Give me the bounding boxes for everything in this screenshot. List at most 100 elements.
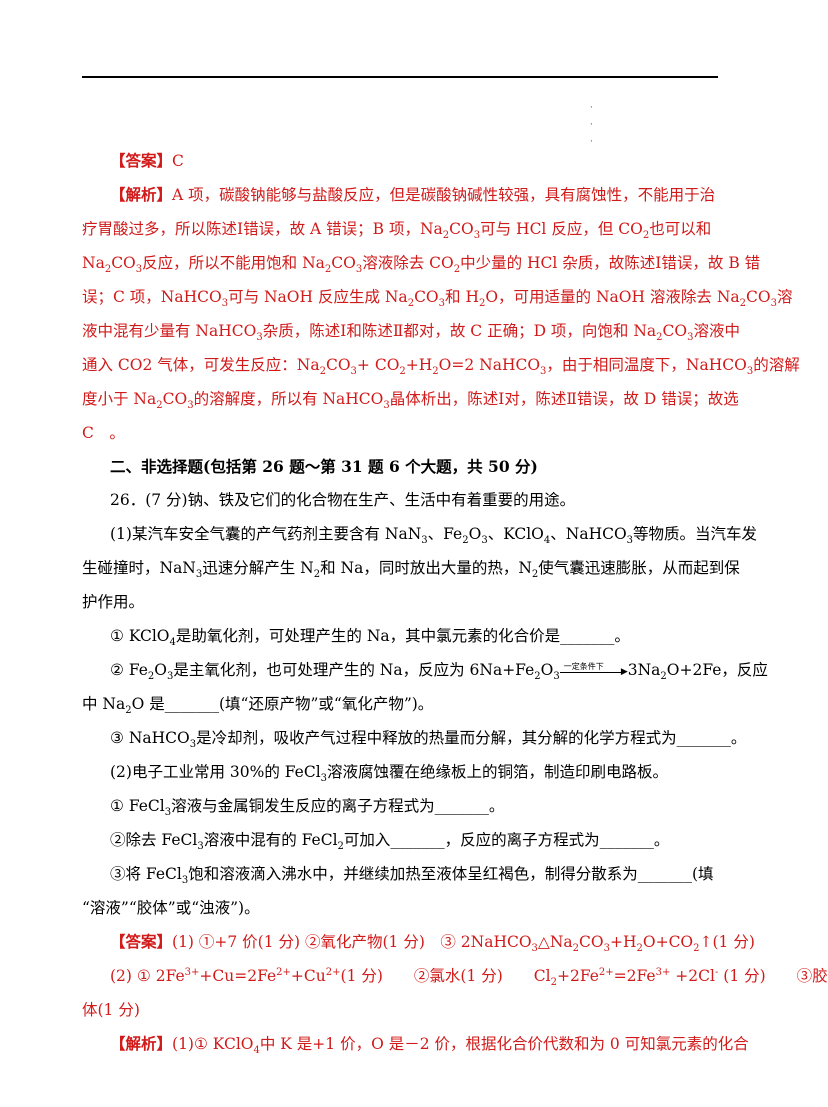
t: 迅速分解产生 N xyxy=(202,559,314,577)
s: 2 xyxy=(550,977,557,989)
s: 2 xyxy=(319,366,326,378)
q-item-4: ① FeCl3溶液与金属铜发生反应的离子方程式为_______。 xyxy=(110,796,750,819)
answer-line-1: 【答案】C xyxy=(110,151,750,171)
t: ② Fe xyxy=(110,661,148,679)
t: ① KClO xyxy=(110,627,170,645)
s: 3 xyxy=(473,230,481,242)
answer-tag: 【答案】 xyxy=(110,932,173,951)
t: 3Na xyxy=(627,661,661,679)
q-line: “溶液”“胶体”或“浊液”)。 xyxy=(82,899,260,917)
t: 中 K 是+1 价，O 是－2 价，根据化合价代数和为 0 可知氯元素的化合 xyxy=(259,1035,749,1053)
s: 2 xyxy=(531,569,539,581)
t: 的溶解 xyxy=(753,356,800,374)
q-part-2: (2)电子工业常用 30%的 FeCl3溶液腐蚀覆在绝缘板上的铜箔，制造印刷电路… xyxy=(110,762,750,784)
t: 晶体析出，陈述Ⅰ对，陈述Ⅱ错误，故 D 错误；故选 xyxy=(389,390,739,408)
s: 2 xyxy=(432,366,439,378)
s: 3 xyxy=(553,671,560,683)
t: +2Fe xyxy=(556,967,599,985)
s: 2+ xyxy=(598,966,614,978)
section-heading: 二、非选择题(包括第 26 题～第 31 题 6 个大题，共 50 分) xyxy=(110,457,538,476)
t: CO xyxy=(111,254,136,272)
header-rule xyxy=(82,76,718,78)
q-line: 中 Na2O 是_______(填“还原产物”或“氧化产物”)。 xyxy=(82,694,722,717)
heat-symbol: △ xyxy=(537,933,550,951)
s: 3+ xyxy=(184,966,200,978)
t: ③ NaHCO xyxy=(110,729,190,747)
t: +2Cl xyxy=(670,967,715,985)
s: 2 xyxy=(660,671,667,683)
analysis-tag: 【解析】 xyxy=(110,185,173,204)
t: 度小于 Na xyxy=(82,390,157,408)
s: 2 xyxy=(147,671,155,683)
t: O xyxy=(468,525,482,543)
s: 2 xyxy=(656,332,663,344)
s: 4 xyxy=(253,1045,260,1057)
arrow-shaft xyxy=(559,672,624,673)
s: 2 xyxy=(442,230,450,242)
t: 误；C 项，NaHCO xyxy=(82,288,222,306)
q-line: (1)某汽车安全气囊的产气药剂主要含有 NaN3、Fe2O3、KClO4、NaH… xyxy=(110,524,757,547)
s: 3 xyxy=(350,366,357,378)
t: ① FeCl xyxy=(110,797,165,815)
t: O xyxy=(540,661,554,679)
analysis-line-6: 通入 CO2 气体，可发生反应：Na2CO3+ CO2+H2O=2 NaHCO3… xyxy=(82,355,800,378)
s: 2 xyxy=(478,298,486,310)
t: Na xyxy=(82,254,105,272)
s: 3 xyxy=(383,400,390,412)
t: + CO xyxy=(356,356,400,374)
s: 2 xyxy=(156,400,163,412)
s: 3 xyxy=(189,739,197,751)
t: O xyxy=(154,661,167,679)
s: 2 xyxy=(125,705,132,717)
s: 2 xyxy=(462,535,469,547)
analysis-line-7: 度小于 Na2CO3的溶解度，所以有 NaHCO3晶体析出，陈述Ⅰ对，陈述Ⅱ错误… xyxy=(82,389,739,412)
q-item-5: ②除去 FeCl3溶液中混有的 FeCl2可加入_______，反应的离子方程式… xyxy=(110,830,750,852)
s: 2 xyxy=(453,264,461,276)
t: +Cu xyxy=(290,967,326,985)
s: 2 xyxy=(572,943,580,955)
t: 可加入_______，反应的离子方程式为_______。 xyxy=(343,831,670,849)
q-item-1: ① KClO4是助氧化剂，可处理产生的 Na，其中氯元素的化合价是_______… xyxy=(110,626,750,648)
condition-label: 一定条件下 xyxy=(563,662,604,671)
t: 溶液除去 CO xyxy=(362,254,454,272)
s: 2 xyxy=(104,264,112,276)
t: 疗胃酸过多，所以陈述Ⅰ错误，故 A 错误；B 项，Na xyxy=(82,220,443,238)
t: (1)某汽车安全气囊的产气药剂主要含有 NaN xyxy=(110,525,422,543)
t: Na xyxy=(549,933,573,951)
t: 使气囊迅速膨胀，从而起到保 xyxy=(538,559,740,577)
s: 2 xyxy=(636,943,643,955)
q-line: 生碰撞时，NaN3迅速分解产生 N2和 Na，同时放出大量的热，N2使气囊迅速膨… xyxy=(82,558,740,581)
t: (1) ①+7 价(1 分) ②氧化产物(1 分) ③ 2NaHCO xyxy=(172,933,532,951)
t: 和 H xyxy=(445,288,479,306)
s: 3 xyxy=(746,366,754,378)
t: 饱和溶液滴入沸水中，并继续加热至液体呈红褐色，制得分散系为_______(填 xyxy=(188,865,714,883)
t: 是助氧化剂，可处理产生的 Na，其中氯元素的化合价是_______。 xyxy=(175,627,630,645)
answer-line-4: 体(1 分) xyxy=(82,1001,140,1019)
t: 、Fe xyxy=(427,525,463,543)
s: 2 xyxy=(313,569,321,581)
t: (2)电子工业常用 30%的 FeCl xyxy=(110,763,321,781)
analysis-line-3: Na2CO3反应，所以不能用饱和 Na2CO3溶液除去 CO2中少量的 HCl … xyxy=(82,253,760,276)
s: 3 xyxy=(164,807,172,819)
t: 可与 NaOH 反应生成 Na xyxy=(228,288,408,306)
s: 2 xyxy=(693,943,700,955)
t: (1)① KClO xyxy=(172,1035,254,1053)
q-item-3: ③ NaHCO3是冷却剂，吸收产气过程中释放的热量而分解，其分解的化学方程式为_… xyxy=(110,728,750,751)
t: 溶液与金属铜发生反应的离子方程式为_______。 xyxy=(171,797,505,815)
t: 是主氧化剂，也可处理产生的 Na，反应为 6Na+Fe xyxy=(173,661,535,679)
s: 2+ xyxy=(325,966,341,978)
s: 3 xyxy=(540,366,547,378)
t: ，由于相同温度下，NaHCO xyxy=(546,356,747,374)
s: 2 xyxy=(407,298,415,310)
s: 3 xyxy=(687,332,694,344)
s: 3 xyxy=(195,569,203,581)
t: 溶液中混有的 FeCl xyxy=(203,831,338,849)
s: 3 xyxy=(626,535,634,547)
analysis-line-5: 液中混有少量有 NaHCO3杂质，陈述Ⅰ和陈述Ⅱ都对，故 C 正确；D 项，向饱… xyxy=(82,321,740,344)
t: 生碰撞时，NaN xyxy=(82,559,196,577)
s: 3 xyxy=(187,400,194,412)
t: 和 Na，同时放出大量的热，N xyxy=(320,559,532,577)
s: 4 xyxy=(543,535,551,547)
t: 中少量的 HCl 杂质，故陈述Ⅰ错误，故 B 错 xyxy=(460,254,761,272)
reaction-arrow: 一定条件下▶ xyxy=(559,662,628,679)
